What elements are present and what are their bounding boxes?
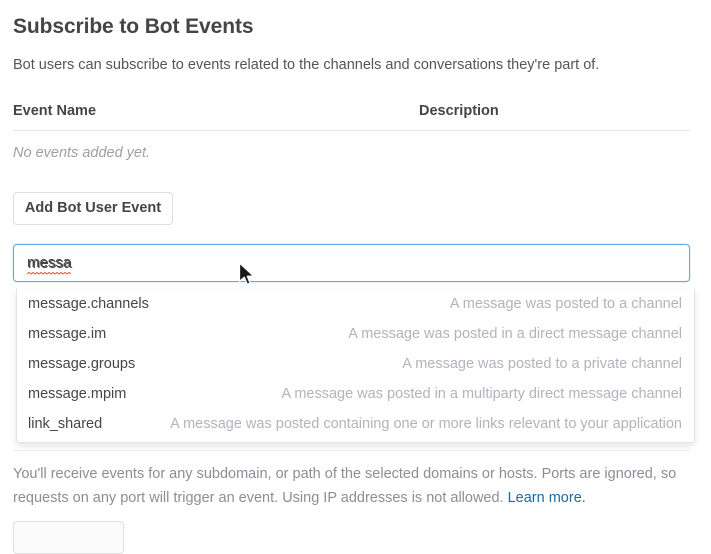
dropdown-option-message-im[interactable]: message.im A message was posted in a dir… (17, 319, 694, 349)
dropdown-option-description: A message was posted to a channel (449, 296, 682, 312)
dropdown-option-link-shared[interactable]: link_shared A message was posted contain… (17, 409, 694, 439)
bottom-partial-button[interactable] (13, 521, 124, 554)
dropdown-option-name: message.groups (28, 356, 136, 372)
dropdown-option-description: A message was posted in a multiparty dir… (281, 386, 682, 402)
dropdown-option-name: message.im (28, 326, 107, 342)
add-bot-user-event-button[interactable]: Add Bot User Event (13, 192, 173, 225)
learn-more-link[interactable]: Learn more. (507, 490, 586, 506)
dropdown-option-description: A message was posted in a direct message… (348, 326, 682, 342)
dropdown-option-message-channels[interactable]: message.channels A message was posted to… (17, 289, 694, 319)
dropdown-option-message-groups[interactable]: message.groups A message was posted to a… (17, 349, 694, 379)
event-search-input[interactable] (13, 244, 690, 282)
subscribe-bot-events-page: Subscribe to Bot Events Bot users can su… (13, 15, 695, 554)
column-header-event-name: Event Name (13, 103, 97, 119)
page-description: Bot users can subscribe to events relate… (13, 57, 600, 73)
dropdown-option-description: A message was posted to a private channe… (402, 356, 682, 372)
page-title: Subscribe to Bot Events (13, 15, 254, 38)
events-table-empty-message: No events added yet. (13, 145, 151, 161)
event-suggestions-dropdown[interactable]: message.channels A message was posted to… (16, 289, 695, 443)
footer-divider (13, 450, 690, 451)
dropdown-option-name: link_shared (28, 416, 103, 432)
table-divider (13, 130, 690, 131)
footer-help-text: You'll receive events for any subdomain,… (13, 462, 693, 510)
footer-help-sentence: You'll receive events for any subdomain,… (13, 466, 677, 506)
dropdown-option-name: message.mpim (28, 386, 127, 402)
column-header-description: Description (419, 103, 499, 119)
events-table-header: Event Name Description (13, 103, 690, 131)
dropdown-option-message-mpim[interactable]: message.mpim A message was posted in a m… (17, 379, 694, 409)
dropdown-option-description: A message was posted containing one or m… (170, 416, 682, 432)
dropdown-option-name: message.channels (28, 296, 149, 312)
